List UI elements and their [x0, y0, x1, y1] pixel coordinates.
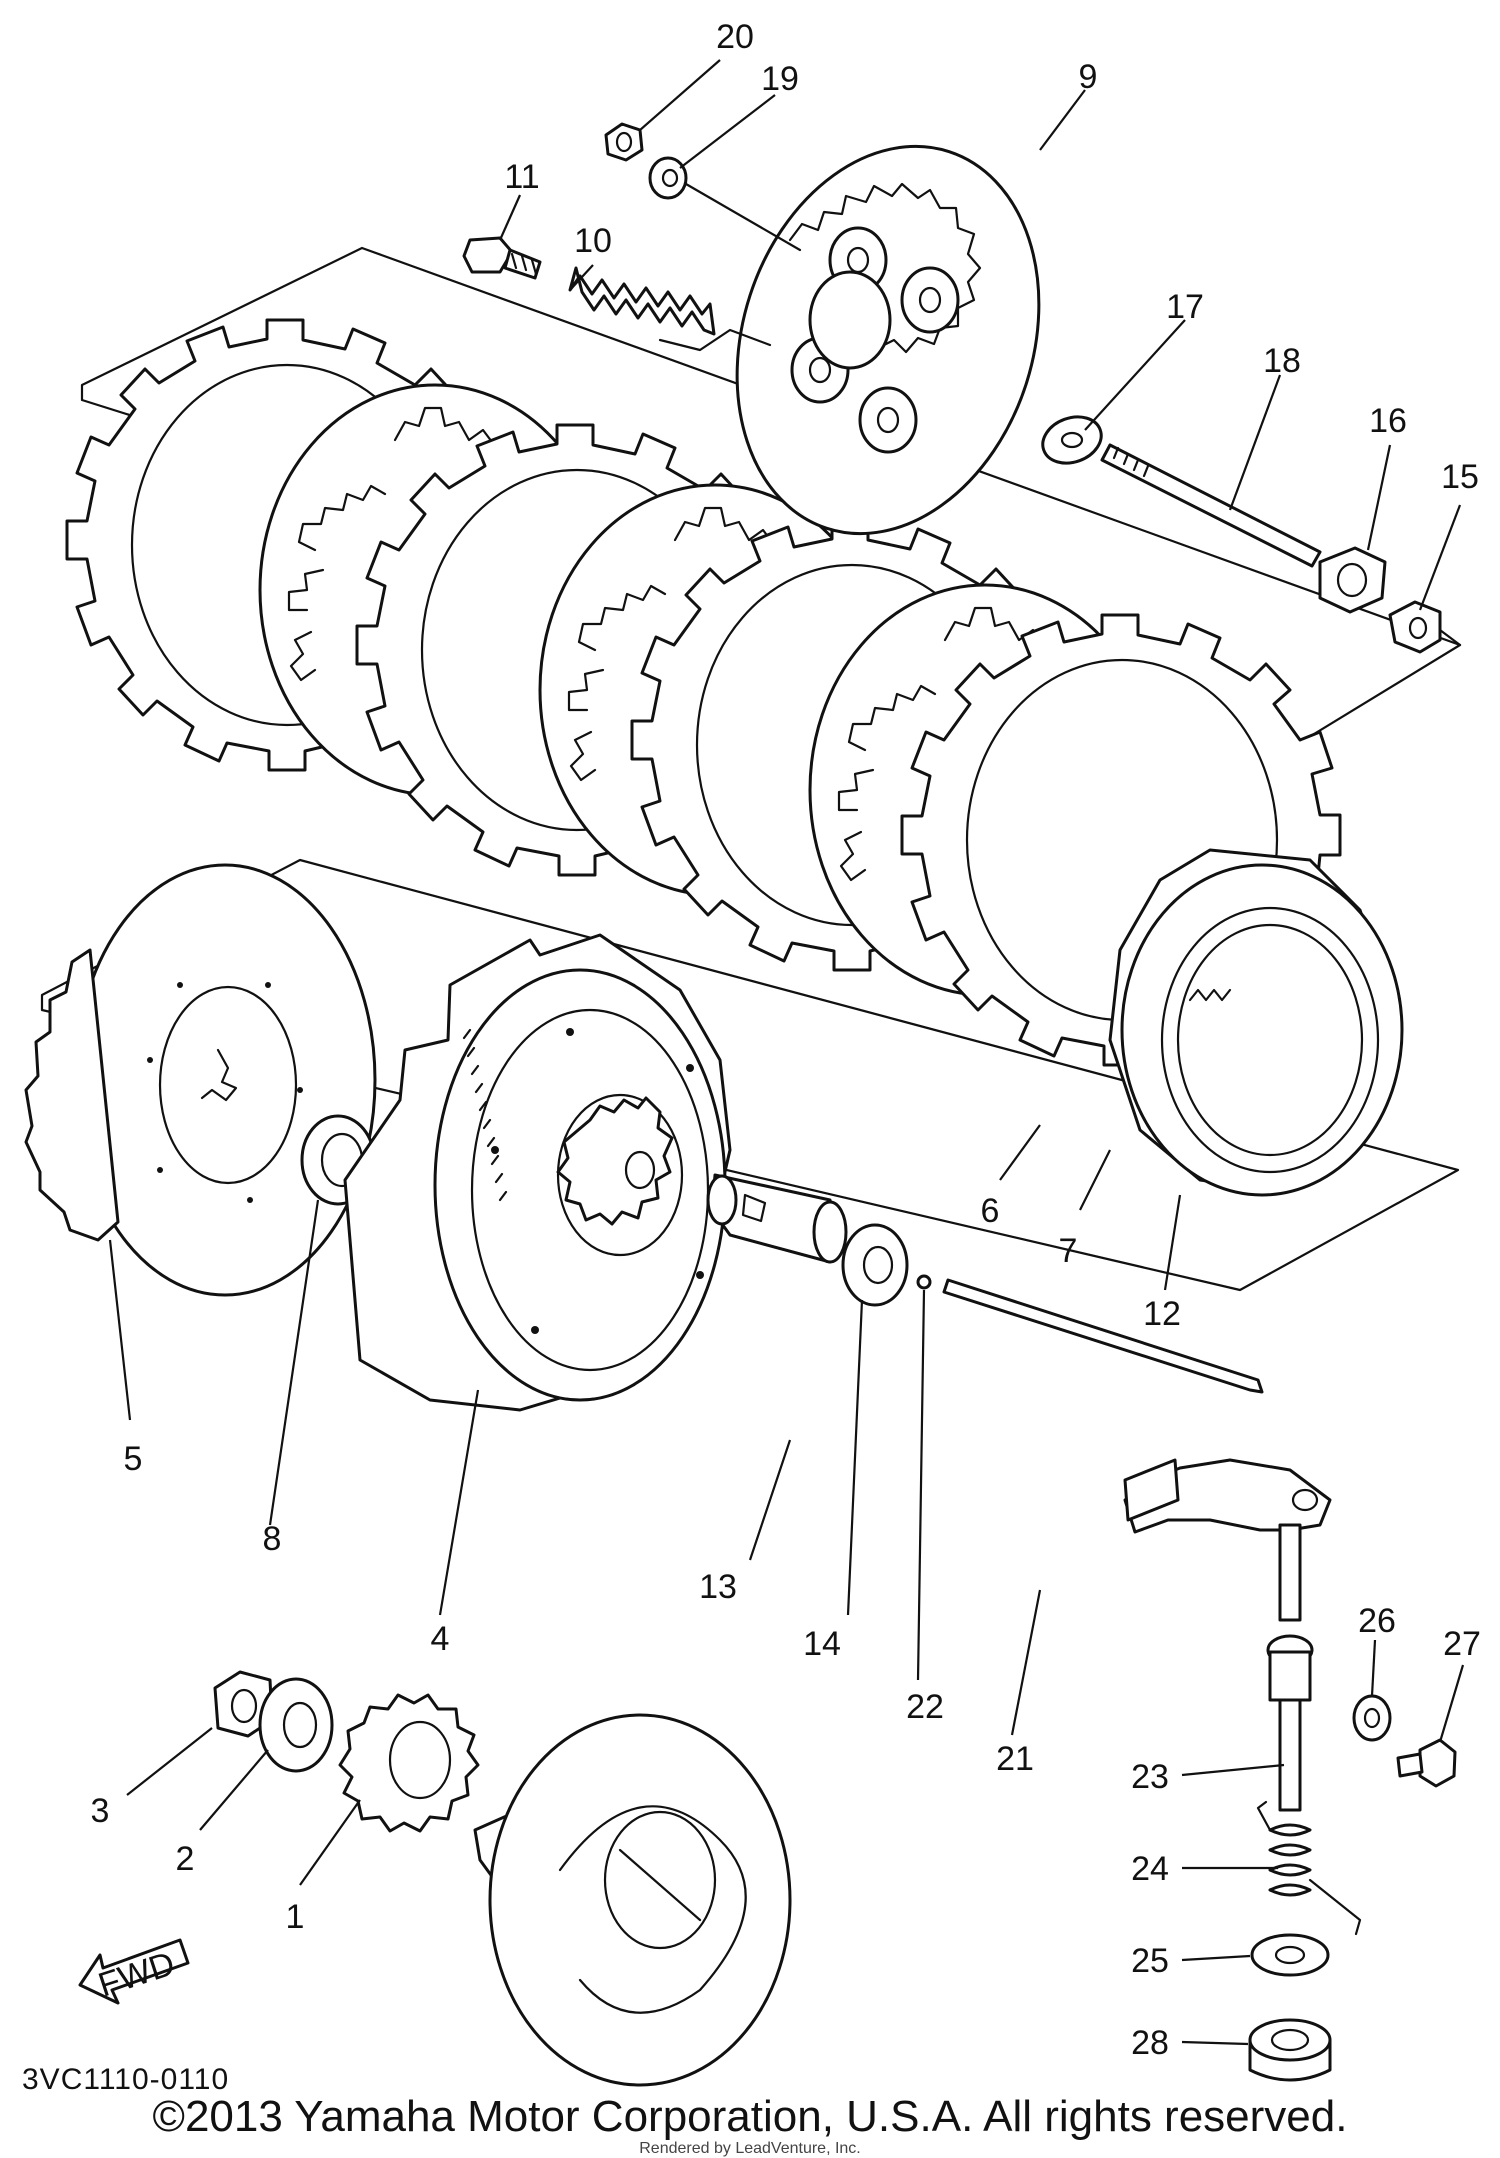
- bolt-11: [462, 236, 542, 280]
- nut-20: [604, 122, 644, 162]
- rendered-by-note: Rendered by LeadVenture, Inc.: [639, 2140, 861, 2157]
- callout-7: 7: [1059, 1232, 1078, 1270]
- fwd-label: FWD: [94, 1945, 179, 2005]
- clutch-lever-shaft-23: [1123, 1458, 1332, 1812]
- callout-9: 9: [1079, 58, 1098, 96]
- clutch-spring-10: [568, 266, 772, 352]
- callout-2: 2: [176, 1840, 195, 1878]
- torsion-spring-24: [1256, 1800, 1362, 1936]
- callout-1: 1: [286, 1898, 305, 1936]
- clutch-housing-4: [343, 933, 732, 1412]
- oil-seal-28: [1248, 2018, 1332, 2082]
- callout-6: 6: [981, 1192, 1000, 1230]
- callout-27: 27: [1443, 1625, 1481, 1663]
- callout-8: 8: [263, 1520, 282, 1558]
- ball-22: [916, 1274, 932, 1290]
- washer-15: [1388, 600, 1462, 654]
- clutch-boss-12: [1108, 848, 1404, 1197]
- washer-14: [841, 1223, 909, 1307]
- callout-11: 11: [504, 158, 539, 196]
- callout-25: 25: [1131, 1942, 1169, 1980]
- primary-drive-plate-5: [24, 863, 377, 1297]
- callout-13: 13: [699, 1568, 737, 1606]
- primary-drive-gear-1: [338, 1693, 480, 1833]
- callout-3: 3: [91, 1792, 110, 1830]
- callout-16: 16: [1369, 402, 1407, 440]
- bolt-27: [1396, 1738, 1457, 1788]
- diagram-code: 3VC1110-0110: [22, 2063, 230, 2096]
- callout-28: 28: [1131, 2024, 1169, 2062]
- callout-23: 23: [1131, 1758, 1169, 1796]
- callout-10: 10: [574, 222, 612, 260]
- washer-19: [648, 156, 802, 252]
- copyright-notice: ©2013 Yamaha Motor Corporation, U.S.A. A…: [152, 2092, 1348, 2141]
- callout-17: 17: [1166, 288, 1204, 326]
- crankshaft: [473, 1713, 792, 2087]
- pressure-plate-9: [735, 144, 1041, 536]
- callout-22: 22: [906, 1688, 944, 1726]
- callout-19: 19: [761, 60, 799, 98]
- fwd-arrow-icon: FWD: [78, 1938, 190, 2005]
- push-rod-21: [942, 1278, 1264, 1394]
- callout-15: 15: [1441, 458, 1479, 496]
- callout-20: 20: [716, 18, 754, 56]
- sleeve-13: [706, 1173, 848, 1264]
- washer-26: [1352, 1694, 1392, 1742]
- callout-21: 21: [996, 1740, 1034, 1778]
- callout-14: 14: [803, 1625, 841, 1663]
- callout-26: 26: [1358, 1602, 1396, 1640]
- washer-2: [258, 1677, 334, 1773]
- callout-5: 5: [124, 1440, 143, 1478]
- push-rod-18: [1100, 443, 1322, 568]
- leader-lines: [108, 59, 1465, 2046]
- nut-16: [1318, 546, 1387, 614]
- callout-12: 12: [1143, 1295, 1181, 1333]
- callout-4: 4: [431, 1620, 450, 1658]
- callout-18: 18: [1263, 342, 1301, 380]
- washer-25: [1250, 1933, 1330, 1977]
- callout-labels: 20 19 9 11 10 17 18 16 15 6 7 12 5 8 4 1…: [91, 18, 1481, 2062]
- callout-24: 24: [1131, 1850, 1169, 1888]
